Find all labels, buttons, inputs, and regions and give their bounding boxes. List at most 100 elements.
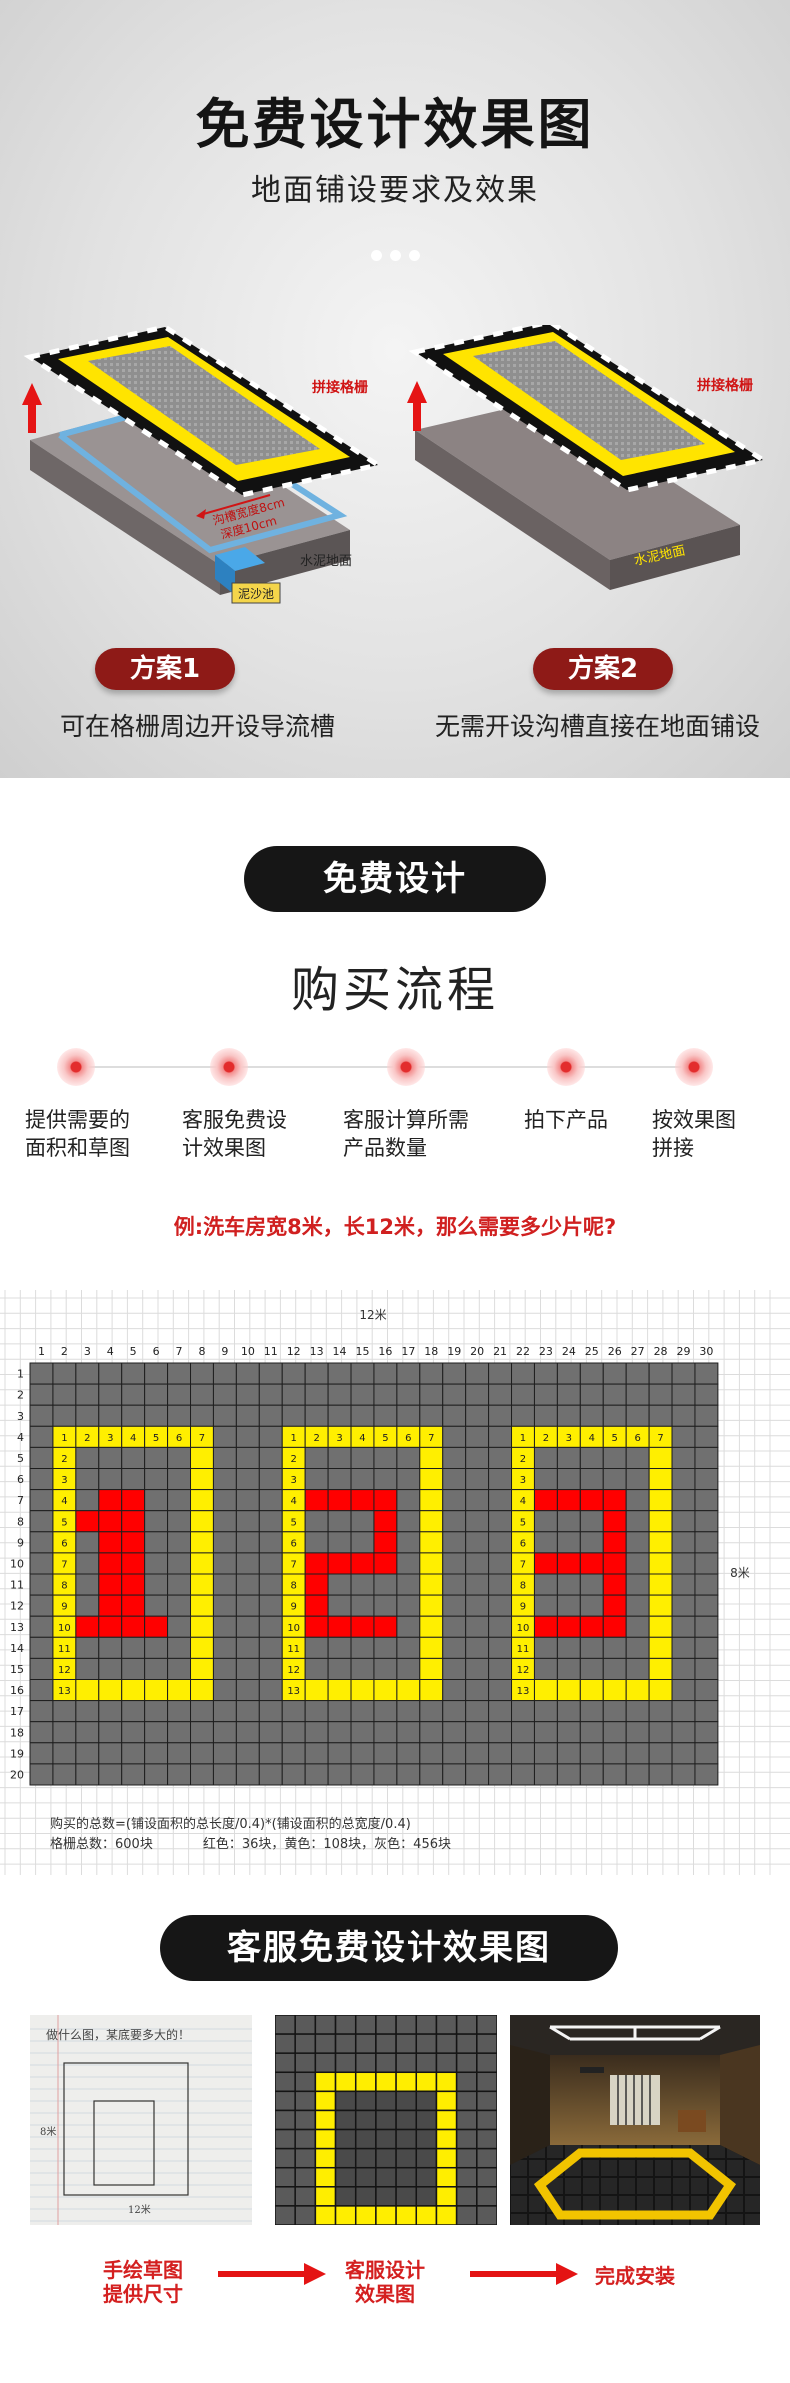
design-cell [455,2052,478,2074]
grate-cell [373,1510,398,1533]
grate-cell [419,1700,444,1723]
design-cell [435,2205,458,2225]
grate-cell [190,1636,214,1659]
grate-cell [281,1362,306,1385]
design-cell [314,2147,337,2169]
grate-cell [579,1657,604,1680]
grate-cell [190,1531,214,1554]
design-effect-image [275,2015,497,2225]
row-number: 8 [17,1515,24,1528]
design-cell [435,2090,458,2112]
grate-cell [694,1383,719,1406]
design-cell [455,2186,478,2207]
grate-cell [258,1721,283,1744]
grate-cell [648,1468,673,1491]
grate-cell [258,1489,283,1512]
design-cell [354,2052,377,2074]
grate-cell [533,1531,558,1554]
grate-cell [488,1636,513,1659]
sketch-caption: 手绘草图提供尺寸 [103,2258,183,2306]
grate-cell [671,1510,696,1533]
grate-cell [625,1573,650,1596]
grate-cell [121,1700,146,1723]
grate-cell [350,1510,375,1533]
column-number: 14 [333,1345,347,1358]
grate-cell [190,1383,214,1406]
grate-cell [419,1510,444,1533]
grate-cell [144,1362,169,1385]
grate-cell [396,1552,421,1575]
grate-cell [327,1594,352,1617]
grate-cell [694,1552,719,1575]
grate-cell [556,1404,581,1427]
plan1-badge: 方案1 [95,648,235,690]
grate-cell [190,1552,214,1575]
grate-cell [488,1425,513,1448]
column-number: 24 [562,1345,576,1358]
grate-cell [648,1615,673,1638]
grate-cell [488,1468,513,1491]
grate-cell [212,1636,237,1659]
design-cell [476,2109,497,2131]
grate-cell [602,1657,627,1680]
grate-cell [671,1679,696,1702]
grate-cell [350,1615,375,1638]
grate-cell [29,1468,54,1491]
grate-cell [602,1510,627,1533]
grate-cell [694,1362,719,1385]
design-cell [314,2205,337,2225]
grate-cell [396,1510,421,1533]
hand-sketch-image: 做什么图，某底要多大的！ 8米 12米 [30,2015,252,2225]
step-1-dot [57,1048,95,1086]
grate-cell [671,1362,696,1385]
design-cell [275,2015,296,2035]
cell-number: 11 [287,1644,300,1655]
grate-mesh [88,346,320,465]
grate-cell [52,1362,77,1385]
design-cell [354,2147,377,2169]
design-cell [455,2128,478,2150]
grate-cell [29,1700,54,1723]
grate-cell [396,1615,421,1638]
column-number: 15 [355,1345,369,1358]
grate-cell [396,1636,421,1659]
grate-cell [190,1679,214,1702]
concrete-slab-front [30,440,220,595]
grate-cell [212,1531,237,1554]
design-cell [395,2071,418,2093]
grate-cell [671,1573,696,1596]
grate-cell [258,1679,283,1702]
cell-number: 2 [543,1433,549,1444]
grate-cell [304,1468,329,1491]
grate-cell [75,1615,100,1638]
grate-cell [327,1383,352,1406]
grate-cell [98,1615,123,1638]
grate-cell [327,1700,352,1723]
grate-cell [419,1552,444,1575]
grate-cell [98,1742,123,1765]
grate-cell [625,1531,650,1554]
row-number: 10 [10,1557,24,1570]
design-cell [395,2109,418,2131]
grate-cell [144,1700,169,1723]
grate-cell [190,1594,214,1617]
cell-number: 7 [199,1433,205,1444]
design-cell [455,2109,478,2131]
cell-number: 1 [61,1433,67,1444]
grate-cell [212,1573,237,1596]
grate-cell [373,1362,398,1385]
grate-cell [98,1552,123,1575]
concrete-slab-front [415,430,610,590]
grate-cell [556,1362,581,1385]
grate-cell [533,1679,558,1702]
grate-cell [235,1446,260,1469]
cell-number: 7 [428,1433,434,1444]
grate-cell [579,1510,604,1533]
grate-cell [121,1573,146,1596]
grate-cell [327,1657,352,1680]
grate-cell [167,1721,192,1744]
grate-cell [465,1383,490,1406]
grate-cell [602,1763,627,1786]
grate-cell [579,1362,604,1385]
design-cell [334,2109,357,2131]
